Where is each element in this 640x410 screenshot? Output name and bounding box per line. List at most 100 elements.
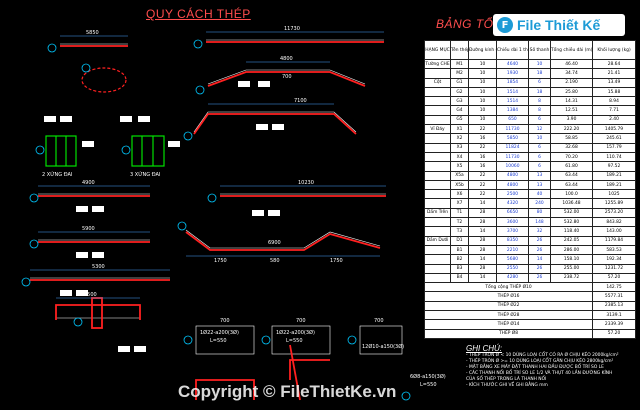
spec-2: 1Ø22-a200(3Ø) <box>276 329 315 336</box>
table-cell: T1 <box>450 207 469 219</box>
table-cell: G3 <box>450 96 469 107</box>
col-total-length: Tổng chiều dài (m) <box>550 40 593 60</box>
table-cell: 10 <box>468 105 497 116</box>
table-cell: 16 <box>468 151 497 163</box>
table-cell: 2.40 <box>592 114 636 126</box>
table-cell: 1930 <box>496 68 529 79</box>
table-cell: D1 <box>450 235 469 246</box>
spec-2b: L=550 <box>286 338 303 344</box>
col-count: Số thanh <box>528 40 551 60</box>
table-cell: 61.80 <box>550 161 593 172</box>
summary-label: THÉP Ø14 <box>424 319 593 330</box>
table-cell: 2550 <box>496 263 529 274</box>
table-cell: 5850 <box>496 133 529 144</box>
table-cell: 4800 <box>496 179 529 191</box>
table-cell: B2 <box>450 254 469 265</box>
table-cell: X6 <box>450 189 469 200</box>
summary-label: THÉP Ø28 <box>424 309 593 321</box>
table-cell: 1405.79 <box>592 124 636 135</box>
table-cell: 13 <box>528 179 551 191</box>
dim-1750b: 1750 <box>330 258 343 264</box>
col-bar-length: Chiều dài 1 thanh (mm) <box>496 40 529 60</box>
table-cell: G5 <box>450 114 469 126</box>
table-cell: 25.80 <box>550 86 593 98</box>
table-cell: 16 <box>468 161 497 172</box>
table-cell <box>424 179 451 191</box>
table-cell: 1854 <box>496 77 529 88</box>
table-cell: M1 <box>450 58 469 70</box>
label-2-stirrups: 2 XỨNG ĐAI <box>42 171 72 178</box>
table-cell: 8 <box>528 96 551 107</box>
dim-1750a: 1750 <box>214 258 227 264</box>
table-cell: 8.94 <box>592 96 636 107</box>
table-cell <box>424 133 451 144</box>
col-diameter: Đường kính (mm) <box>468 40 497 60</box>
table-cell: M2 <box>450 68 469 79</box>
spec-1b: L=550 <box>210 338 227 344</box>
table-cell: T2 <box>450 217 469 228</box>
table-cell: G4 <box>450 105 469 116</box>
site-logo[interactable]: F File Thiết Kế <box>493 14 625 36</box>
table-cell: 26 <box>528 263 551 274</box>
dim-4900: 4900 <box>82 180 95 186</box>
table-cell: 63.44 <box>550 179 593 191</box>
dim-10230: 10230 <box>298 180 314 186</box>
table-cell: 189.21 <box>592 170 636 181</box>
table-cell: 1025 <box>592 189 636 200</box>
table-cell: 13.49 <box>592 77 636 88</box>
table-cell: X7 <box>450 198 469 209</box>
table-cell: Cột <box>424 77 451 88</box>
table-cell: 10 <box>528 133 551 144</box>
table-cell: 6 <box>528 151 551 163</box>
table-cell: 22 <box>468 170 497 181</box>
table-cell <box>424 142 451 153</box>
table-cell: 10 <box>468 86 497 98</box>
table-cell <box>424 114 451 126</box>
table-cell: 22 <box>468 189 497 200</box>
table-cell: X4 <box>450 151 469 163</box>
table-cell: 4320 <box>496 198 529 209</box>
table-cell: 18 <box>528 68 551 79</box>
table-cell: 10060 <box>496 161 529 172</box>
table-cell: 34.74 <box>550 68 593 79</box>
table-cell <box>424 161 451 172</box>
dim-1500: 1500 <box>84 292 97 298</box>
table-cell: 1384 <box>496 105 529 116</box>
table-cell: 6650 <box>496 207 529 219</box>
table-cell <box>424 170 451 181</box>
table-cell: 13 <box>528 170 551 181</box>
label-3-stirrups: 3 XỨNG ĐAI <box>130 171 160 178</box>
table-cell: 11730 <box>496 124 529 135</box>
table-cell: 28.64 <box>592 58 636 70</box>
table-cell: 843.82 <box>592 217 636 228</box>
table-cell <box>424 272 451 284</box>
table-cell: 1255.89 <box>592 198 636 209</box>
table-cell: 8350 <box>496 235 529 246</box>
table-cell: 2500 <box>496 189 529 200</box>
table-cell: 2.190 <box>550 77 593 88</box>
table-cell: 26 <box>528 244 551 256</box>
table-cell: 286.00 <box>550 244 593 256</box>
table-cell: X5a <box>450 170 469 181</box>
table-cell: 8 <box>528 105 551 116</box>
table-cell: 1514 <box>496 86 529 98</box>
table-cell: 10 <box>468 96 497 107</box>
table-cell <box>424 217 451 228</box>
table-cell: 3700 <box>496 226 529 237</box>
